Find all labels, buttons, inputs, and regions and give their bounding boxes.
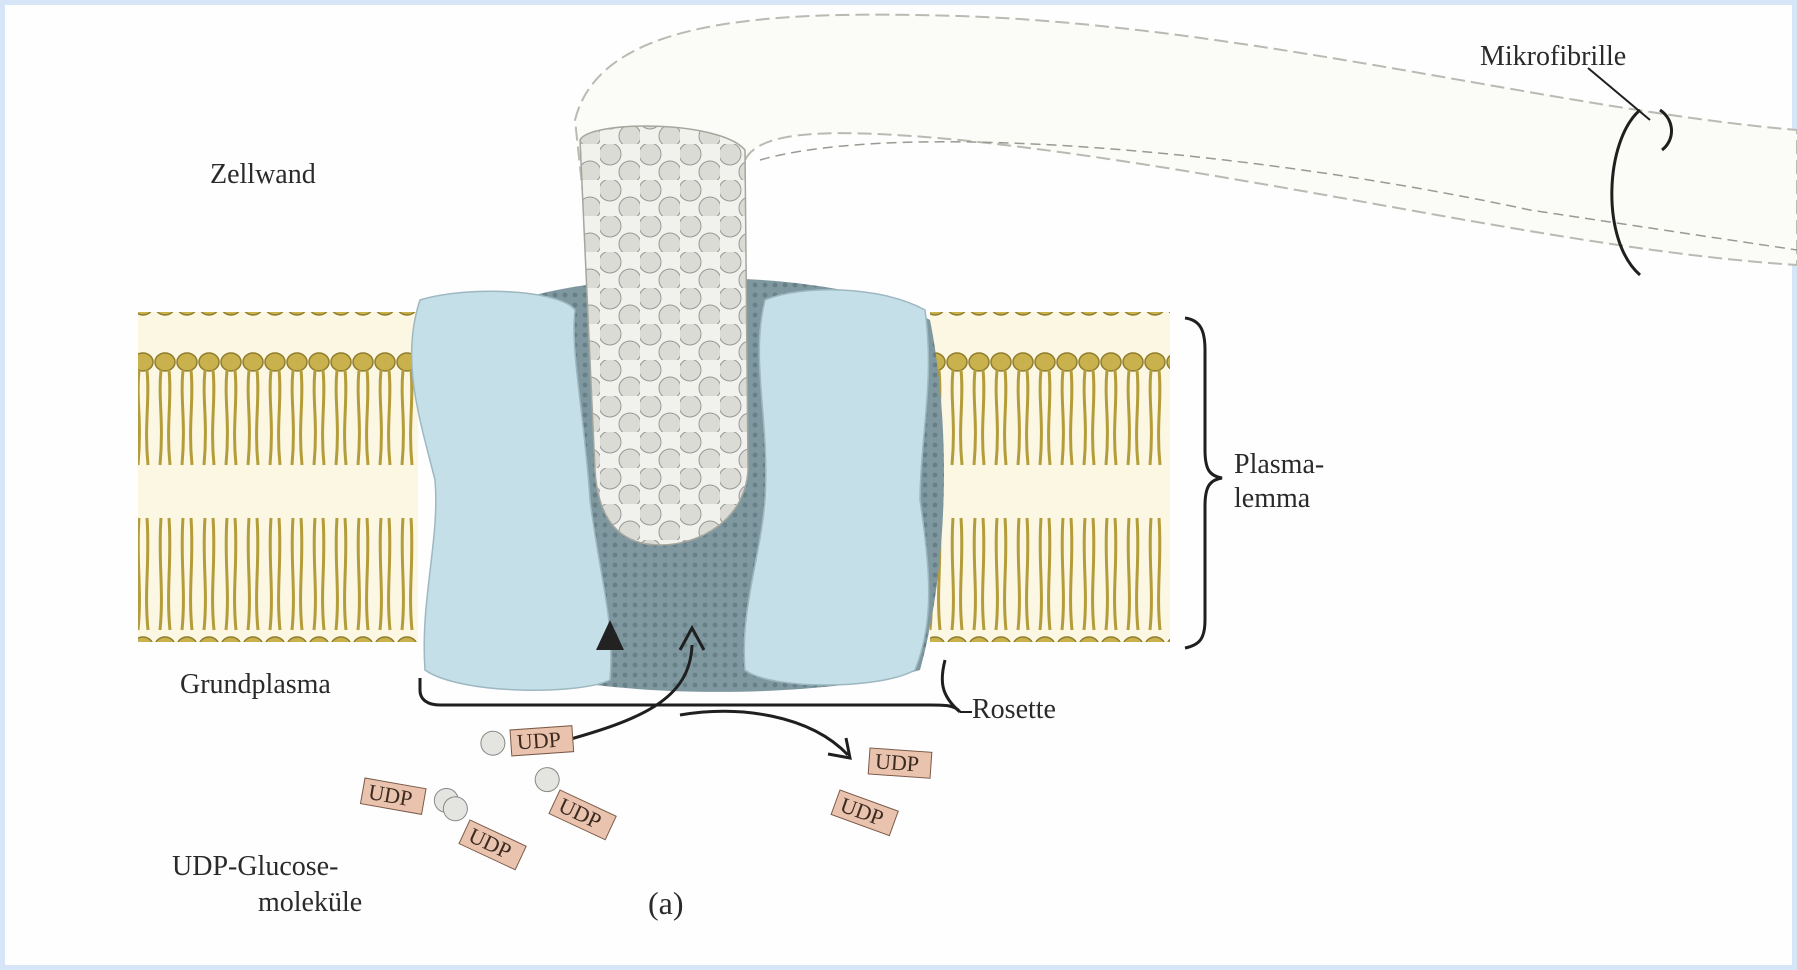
label-rosette: Rosette: [972, 695, 1056, 725]
label-plasmalemma-line1: Plasma-: [1234, 450, 1324, 480]
udp-glucose-molecules: UDP UDP UDP UDP UDP UDP: [360, 726, 931, 870]
udp-tag: UDP: [480, 726, 574, 758]
svg-text:UDP: UDP: [367, 779, 415, 811]
label-udp-glucose-line1: UDP-Glucose-: [172, 852, 338, 882]
label-zellwand: Zellwand: [210, 160, 316, 190]
figure-label: (a): [648, 888, 684, 918]
label-mikrofibrille: Mikrofibrille: [1480, 42, 1626, 72]
plasmalemma-brace: [1185, 318, 1222, 648]
release-arrow: [680, 711, 848, 755]
plasmalemma-right: [930, 312, 1170, 642]
udp-tag: UDP: [524, 764, 623, 840]
label-grundplasma: Grundplasma: [180, 670, 331, 700]
udp-tag-released: UDP: [831, 790, 898, 836]
svg-text:UDP: UDP: [516, 727, 562, 755]
glucose-chain: [580, 126, 748, 545]
udp-tag: UDP: [432, 793, 533, 870]
udp-tag-released: UDP: [868, 748, 932, 778]
label-udp-glucose-line2: moleküle: [258, 888, 362, 918]
label-plasmalemma-line2: lemma: [1234, 484, 1310, 514]
svg-text:UDP: UDP: [874, 748, 920, 776]
plasmalemma-left: [138, 312, 418, 642]
